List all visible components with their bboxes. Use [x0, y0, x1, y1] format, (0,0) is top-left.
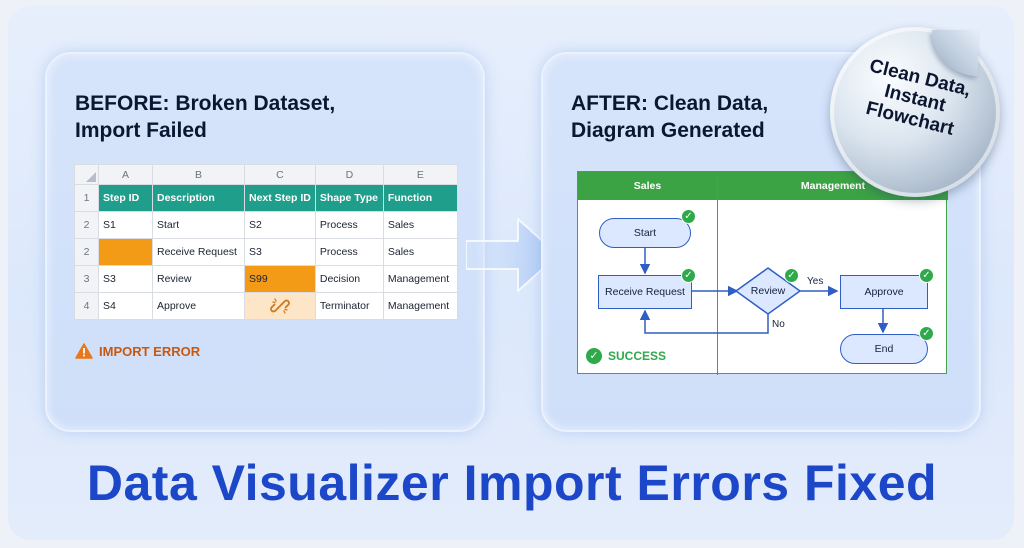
table-cell[interactable]: Process	[314, 238, 384, 266]
edge-review-to-receive-no	[639, 309, 769, 334]
table-cell[interactable]: Start	[152, 211, 245, 239]
column-letter-a[interactable]: A	[98, 164, 153, 185]
row-number: 3	[74, 265, 99, 293]
table-cell[interactable]: Review	[152, 265, 245, 293]
node-review-label[interactable]: Review	[750, 285, 786, 297]
broken-link-cell[interactable]	[244, 292, 316, 320]
after-title-line2: Diagram Generated	[571, 119, 765, 142]
import-error-status: IMPORT ERROR	[75, 343, 200, 359]
check-icon: ✓	[919, 268, 934, 283]
node-approve[interactable]: Approve	[840, 275, 928, 309]
success-check-icon: ✓	[586, 348, 602, 364]
table-row: 3 S3 Review S99 Decision Management	[74, 265, 459, 293]
node-receive-request[interactable]: Receive Request	[598, 275, 692, 309]
flow-connectors	[639, 248, 889, 334]
before-title-line2: Import Failed	[75, 119, 207, 142]
before-title: BEFORE: Broken Dataset, Import Failed	[75, 90, 335, 144]
badge-text: Clean Data, Instant Flowchart	[825, 47, 1005, 149]
edge-label-no: No	[772, 319, 785, 330]
column-letter-e[interactable]: E	[382, 164, 459, 185]
row-number: 2	[74, 238, 99, 266]
table-cell[interactable]: Sales	[382, 238, 459, 266]
row-number: 1	[74, 184, 99, 212]
table-cell[interactable]: S3	[98, 265, 153, 293]
row-number: 4	[74, 292, 99, 320]
invalid-reference-cell[interactable]: S99	[244, 265, 316, 293]
table-cell[interactable]: S2	[244, 211, 316, 239]
select-all-corner[interactable]	[74, 164, 99, 185]
table-cell[interactable]: S1	[98, 211, 153, 239]
table-cell[interactable]: S3	[244, 238, 316, 266]
before-panel: BEFORE: Broken Dataset, Import Failed A …	[45, 52, 485, 432]
broken-link-icon	[270, 298, 290, 314]
table-cell[interactable]: S4	[98, 292, 153, 320]
table-cell[interactable]: Approve	[152, 292, 245, 320]
column-letter-b[interactable]: B	[152, 164, 245, 185]
header-cell[interactable]: Function	[382, 184, 459, 212]
table-cell[interactable]: Terminator	[314, 292, 384, 320]
before-title-line1: BEFORE: Broken Dataset,	[75, 92, 336, 115]
column-header-row: A B C D E	[74, 164, 459, 185]
row-number: 2	[74, 211, 99, 239]
headline: Data Visualizer Import Errors Fixed	[86, 455, 938, 511]
warning-icon	[75, 343, 93, 359]
column-letter-d[interactable]: D	[314, 164, 384, 185]
decision-node-review	[734, 267, 802, 315]
success-label: SUCCESS	[608, 349, 667, 363]
table-cell[interactable]: Receive Request	[152, 238, 245, 266]
header-cell[interactable]: Description	[152, 184, 245, 212]
header-cell[interactable]: Next Step ID	[244, 184, 316, 212]
column-letter-c[interactable]: C	[244, 164, 316, 185]
lane-header-sales: Sales	[578, 172, 717, 200]
table-cell[interactable]: Decision	[314, 265, 384, 293]
table-row: 2 S1 Start S2 Process Sales	[74, 211, 459, 239]
after-title: AFTER: Clean Data, Diagram Generated	[571, 90, 768, 144]
node-start[interactable]: Start	[599, 218, 691, 248]
transform-arrow-icon	[466, 218, 559, 292]
header-cell[interactable]: Step ID	[98, 184, 153, 212]
check-icon: ✓	[784, 268, 799, 283]
success-status: ✓ SUCCESS	[586, 348, 666, 364]
table-cell[interactable]: Sales	[382, 211, 459, 239]
check-icon: ✓	[681, 268, 696, 283]
after-title-line1: AFTER: Clean Data,	[571, 92, 769, 115]
check-icon: ✓	[681, 209, 696, 224]
missing-value-cell[interactable]	[98, 238, 153, 266]
spreadsheet: A B C D E 1 Step ID Description Next Ste…	[74, 164, 459, 320]
swimlane-flowchart: Sales Management Start Receive Request R…	[577, 171, 948, 375]
node-end[interactable]: End	[840, 334, 928, 364]
table-row: 4 S4 Approve Terminator Management	[74, 292, 459, 320]
header-cell[interactable]: Shape Type	[314, 184, 384, 212]
import-error-label: IMPORT ERROR	[99, 343, 201, 359]
edge-label-yes: Yes	[807, 276, 824, 287]
table-cell[interactable]: Management	[382, 265, 459, 293]
table-cell[interactable]: Management	[382, 292, 459, 320]
table-cell[interactable]: Process	[314, 211, 384, 239]
table-header-row: 1 Step ID Description Next Step ID Shape…	[74, 184, 459, 212]
table-row: 2 Receive Request S3 Process Sales	[74, 238, 459, 266]
lane-divider	[717, 172, 718, 375]
check-icon: ✓	[919, 326, 934, 341]
